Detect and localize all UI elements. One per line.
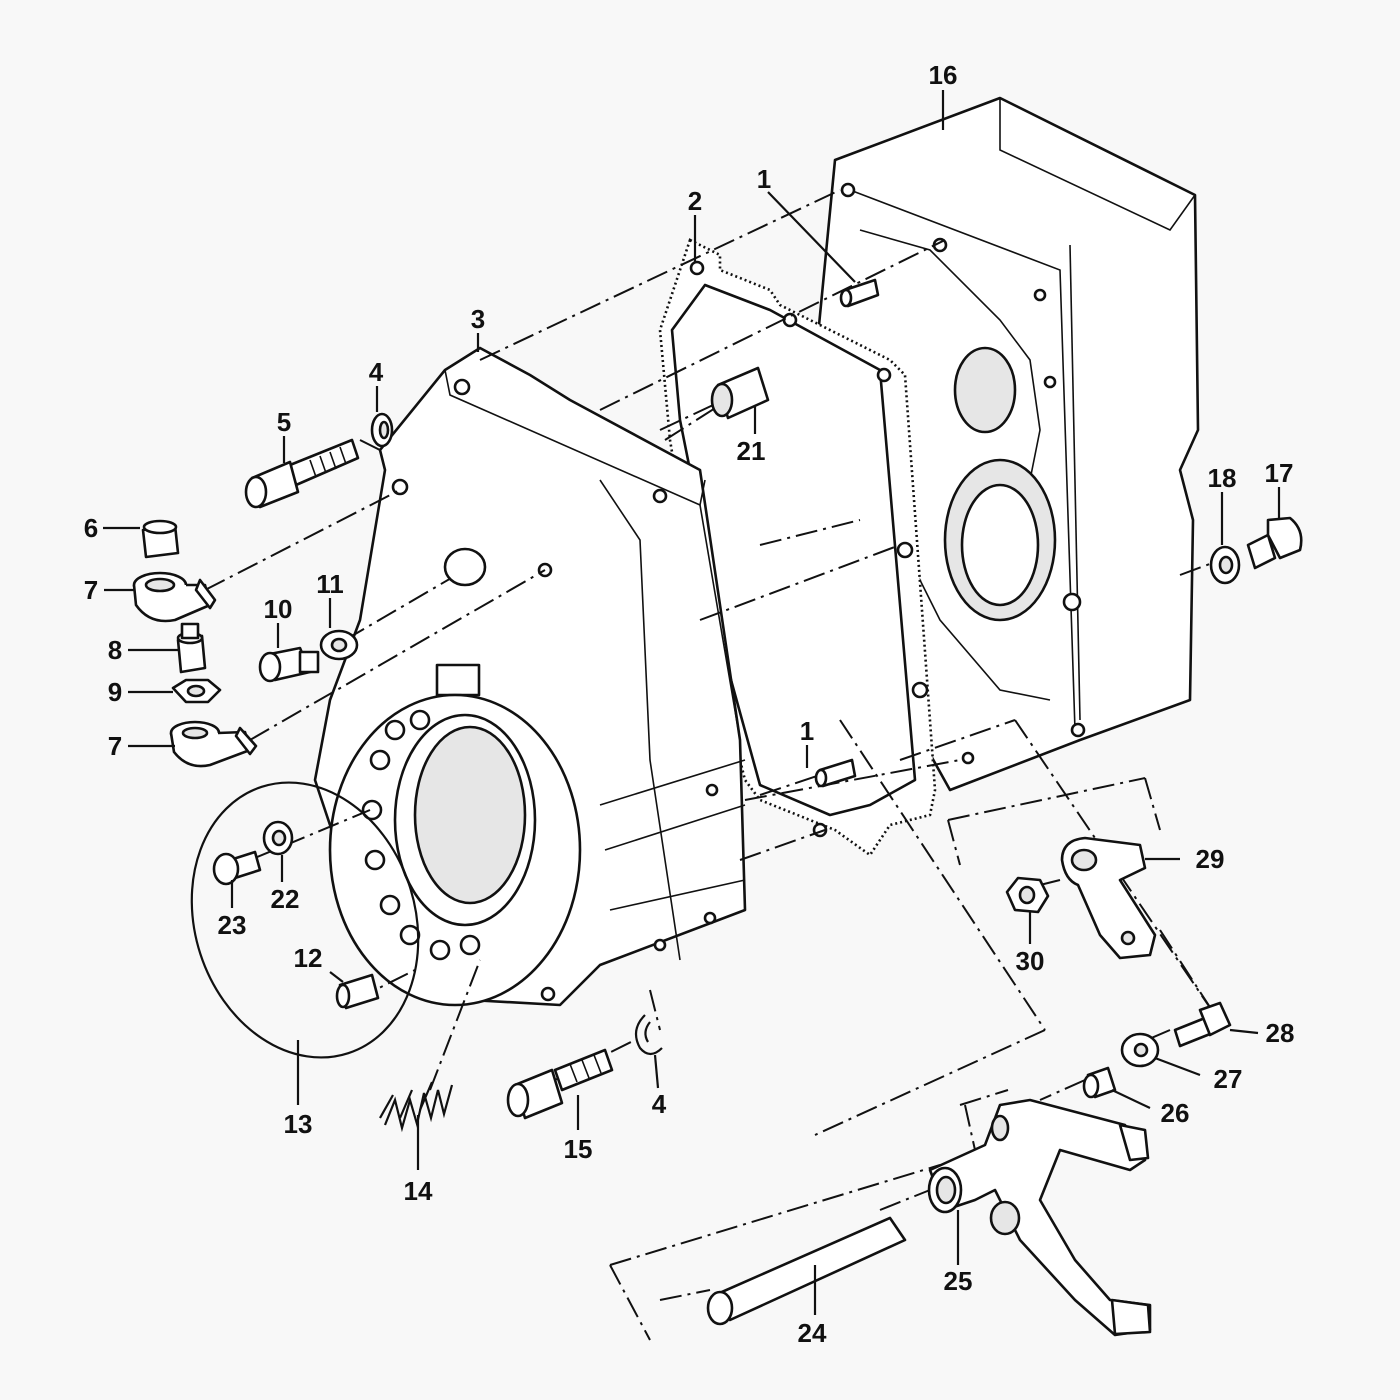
callout-labels: 16 1 2 3 4 5 21 6 7 11 10 8 9 7 18 17 1 … — [84, 60, 1295, 1348]
callout-15: 15 — [564, 1134, 593, 1164]
callout-7-lower: 7 — [108, 731, 122, 761]
assembly-lines — [204, 189, 1216, 1341]
shaft-24 — [706, 1216, 907, 1326]
callout-1-lower: 1 — [800, 716, 814, 746]
plug-10 — [258, 646, 320, 683]
callout-24: 24 — [798, 1318, 827, 1348]
plug-6 — [141, 519, 180, 559]
callout-8: 8 — [108, 635, 122, 665]
callout-14: 14 — [404, 1176, 433, 1206]
dowel-pin-1-upper — [839, 278, 880, 308]
shift-fork-25 — [927, 1098, 1152, 1337]
callout-13: 13 — [284, 1109, 313, 1139]
bolt-5 — [244, 438, 360, 509]
nut-9 — [171, 678, 222, 704]
callout-18: 18 — [1208, 463, 1237, 493]
callout-28: 28 — [1266, 1018, 1295, 1048]
washer-27 — [1120, 1032, 1160, 1068]
callout-9: 9 — [108, 677, 122, 707]
dowel-pin-1-lower — [814, 758, 857, 788]
leader-lines — [103, 90, 1281, 1315]
elbow-7-lower — [169, 720, 258, 768]
callout-11: 11 — [316, 569, 344, 599]
plug-17 — [1246, 516, 1303, 570]
callout-12: 12 — [294, 943, 323, 973]
washer-11 — [319, 629, 359, 661]
bolt-15 — [506, 1048, 614, 1120]
lever-29 — [1060, 836, 1157, 960]
washer-4-upper — [370, 412, 394, 448]
washer-4-lower — [634, 1014, 663, 1056]
pin-12 — [335, 973, 380, 1010]
callout-3: 3 — [471, 304, 485, 334]
callout-2: 2 — [688, 186, 702, 216]
callout-29: 29 — [1196, 844, 1225, 874]
callout-1-upper: 1 — [757, 164, 771, 194]
elbow-7-upper — [132, 571, 217, 623]
callout-4-lower: 4 — [652, 1089, 667, 1119]
screw-28 — [1173, 1001, 1232, 1048]
callout-26: 26 — [1161, 1098, 1190, 1128]
callout-23: 23 — [218, 910, 247, 940]
screw-23 — [212, 850, 262, 886]
callout-21: 21 — [737, 436, 766, 466]
callout-6: 6 — [84, 513, 98, 543]
bushing-26 — [1082, 1066, 1117, 1099]
washer-18 — [1209, 545, 1241, 585]
callout-22: 22 — [271, 884, 300, 914]
callout-27: 27 — [1214, 1064, 1243, 1094]
fitting-8 — [176, 622, 207, 674]
callout-10: 10 — [264, 594, 293, 624]
washer-22 — [262, 820, 294, 856]
spring-14 — [379, 1081, 454, 1133]
seal-ring-in-housing — [443, 547, 487, 587]
bore-holes — [361, 709, 481, 961]
callout-17: 17 — [1265, 458, 1294, 488]
o-ring-13 — [190, 781, 420, 1059]
callout-25: 25 — [944, 1266, 973, 1296]
callout-16: 16 — [929, 60, 958, 90]
callout-30: 30 — [1016, 946, 1045, 976]
callout-7-upper: 7 — [84, 575, 98, 605]
callout-4-upper: 4 — [369, 357, 384, 387]
bushing-21 — [710, 366, 770, 420]
nut-30 — [1005, 876, 1050, 914]
callout-5: 5 — [277, 407, 291, 437]
